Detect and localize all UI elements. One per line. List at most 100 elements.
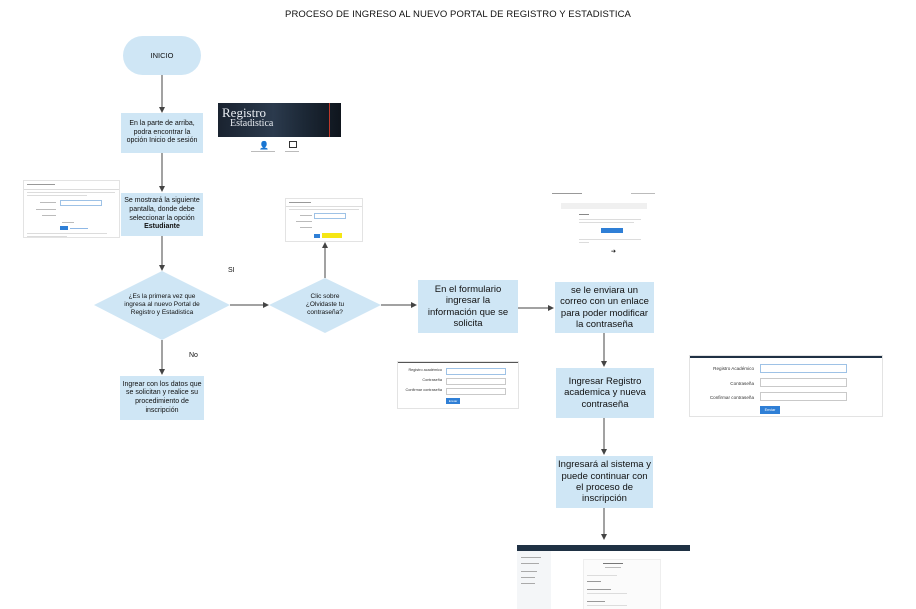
decision2-shape [269, 278, 381, 333]
login-sel-link[interactable] [70, 228, 88, 229]
reset-form-topbar [690, 356, 882, 358]
sidebar-item-1[interactable] [521, 557, 541, 558]
start-label: INICIO [150, 50, 174, 60]
user-plus-icon[interactable]: 👤 [259, 141, 269, 150]
sidebar-item-5[interactable] [521, 583, 535, 584]
forgot-link-field[interactable] [314, 213, 346, 219]
step-select-student-bold: Estudiante [144, 223, 180, 231]
sidebar-item-4[interactable] [521, 577, 535, 578]
decision1-shape [94, 271, 230, 340]
login-sel-button[interactable] [60, 226, 68, 230]
login-sel-label-3 [42, 215, 56, 216]
step-fill-form-label: En el formulario ingresar la información… [427, 283, 509, 329]
banner-title: Registro [222, 105, 267, 120]
banner-icon-caption-2 [285, 151, 299, 152]
login-sel-label-2 [36, 209, 56, 210]
reset-form-field-1[interactable] [760, 364, 847, 373]
sidebar-item-3[interactable] [521, 571, 537, 572]
forgot-form-label-2: Contraseña [422, 378, 442, 382]
forgot-link-label-3 [300, 227, 312, 228]
forgot-link-text [289, 209, 359, 210]
banner-image [218, 103, 341, 137]
email-date [631, 193, 655, 194]
email-sender [552, 193, 582, 194]
reset-form-field-2[interactable] [760, 378, 847, 387]
banner-subtitle: Estadistica [230, 118, 274, 129]
email-body-2 [579, 222, 634, 223]
forgot-link-header [289, 202, 311, 203]
step-select-student: Se mostrará la siguiente pantalla, donde… [121, 193, 203, 236]
step-fill-form: En el formulario ingresar la información… [418, 280, 518, 333]
banner-accent [329, 103, 330, 137]
login-sel-remember [62, 222, 74, 223]
diagram-title: PROCESO DE INGRESO AL NUEVO PORTAL DE RE… [285, 9, 631, 20]
step-enter-system-label: Ingresará al sistema y puede continuar c… [558, 459, 651, 505]
dashboard-topbar [517, 545, 690, 551]
dashboard-sidebar [517, 551, 551, 609]
email-foot-2 [579, 242, 589, 243]
forgot-link-rule [286, 206, 362, 207]
dashboard-card-title [603, 563, 623, 564]
step-select-student-text: Se mostrará la siguiente pantalla, donde… [124, 197, 200, 222]
step-first-registration-label: Ingrear con los datos que se solicitan y… [122, 380, 202, 414]
login-sel-rule [24, 189, 119, 190]
forgot-form-label-1: Registro académico [408, 368, 442, 372]
step-login-option-label: En la parte de arriba, podra encontrar l… [126, 119, 198, 145]
reset-form-screenshot: Registro Académico Contraseña Confirmar … [689, 355, 883, 417]
login-sel-header [27, 184, 55, 185]
step-email-link: se le enviara un correo con un enlace pa… [555, 282, 654, 333]
forgot-link-label-2 [296, 221, 312, 222]
login-icon[interactable] [289, 141, 297, 148]
login-sel-field-1[interactable] [60, 200, 102, 206]
forgot-link-screenshot [285, 198, 363, 242]
login-sel-label-1 [40, 202, 56, 203]
decision1-label: ¿Es la primera vez que ingresa al nuevo … [124, 292, 200, 317]
step-first-registration: Ingrear con los datos que se solicitan y… [120, 376, 204, 420]
forgot-form-field-3[interactable] [446, 388, 506, 395]
login-sel-foot-2 [27, 236, 67, 237]
system-dashboard-screenshot [517, 545, 690, 609]
dashboard-field-3 [587, 589, 611, 590]
banner-icon-caption-1 [251, 151, 275, 152]
edge-label-yes: SI [228, 267, 235, 274]
start-node: INICIO [123, 36, 201, 75]
forgot-form-field-1[interactable] [446, 368, 506, 375]
step-select-student-label: Se mostrará la siguiente pantalla, donde… [123, 197, 201, 232]
dashboard-field-5 [587, 601, 605, 602]
dashboard-card-sub [605, 567, 621, 568]
forgot-form-field-2[interactable] [446, 378, 506, 385]
reset-form-submit-button[interactable]: Enviar [760, 406, 780, 414]
email-body-1 [579, 219, 641, 220]
reset-form-label-1: Registro Académico [713, 366, 754, 371]
edge-label-no: No [189, 352, 198, 359]
email-reset-button[interactable] [601, 228, 623, 233]
login-selection-screenshot [23, 180, 120, 238]
forgot-link-button[interactable] [314, 234, 320, 238]
sidebar-item-2[interactable] [521, 563, 539, 564]
forgot-form-screenshot: Registro académico Contraseña Confirmar … [397, 361, 519, 409]
reset-form-field-3[interactable] [760, 392, 847, 401]
dashboard-field-4 [587, 593, 627, 594]
forgot-link-highlight[interactable] [322, 233, 342, 238]
decision2-label: Clic sobre ¿Olvidaste tu contraseña? [305, 292, 345, 317]
step-email-link-label: se le enviara un correo con un enlace pa… [560, 284, 649, 330]
reset-form-label-3: Confirmar contraseña [709, 395, 754, 400]
forgot-link-label-1 [300, 215, 312, 216]
email-foot-1 [579, 239, 641, 240]
dashboard-card [583, 559, 661, 609]
login-sel-text-2 [27, 195, 87, 196]
email-screenshot: ➔ [551, 190, 658, 254]
dashboard-field-2 [587, 581, 601, 582]
portal-banner-screenshot: Registro Estadistica 👤 [218, 103, 341, 155]
forgot-form-label-3: Confirmar contraseña [405, 388, 442, 392]
email-cursor-icon: ➔ [611, 249, 617, 254]
step-new-password-label: Ingresar Registro academica y nueva cont… [564, 375, 646, 410]
dashboard-field-6 [587, 605, 627, 606]
forgot-form-topbar [398, 362, 518, 363]
login-sel-text-1 [27, 192, 115, 193]
step-login-option: En la parte de arriba, podra encontrar l… [121, 113, 203, 153]
email-banner [561, 203, 647, 209]
step-new-password: Ingresar Registro academica y nueva cont… [556, 368, 654, 418]
forgot-form-submit-button[interactable]: Enviar [446, 398, 460, 404]
